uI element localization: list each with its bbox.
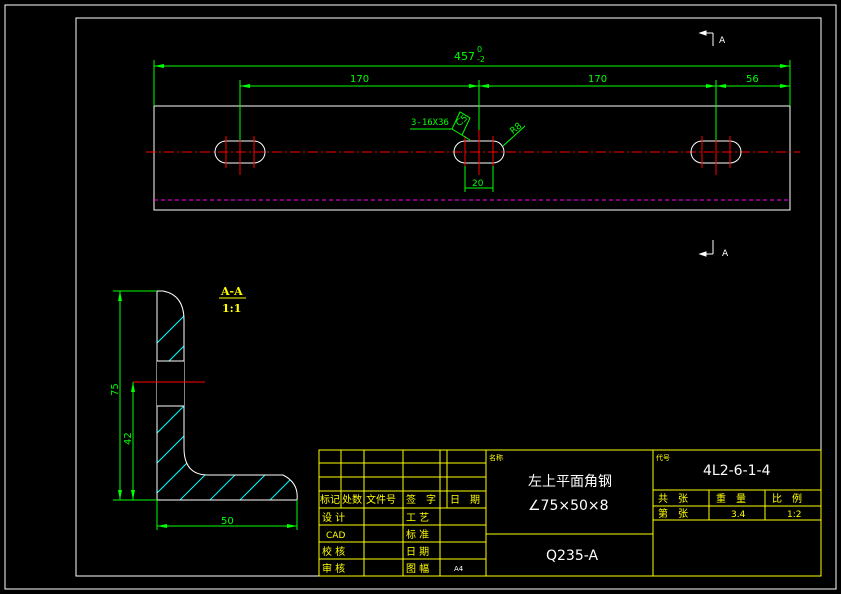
sign-standard-label: 标 准 bbox=[406, 529, 429, 541]
ratio-value: 1:2 bbox=[787, 510, 801, 520]
info-header-weight: 重 量 bbox=[716, 492, 746, 505]
hole-callout: 3-16X36 bbox=[411, 118, 449, 128]
sign-size-label: 图 幅 bbox=[406, 562, 429, 575]
material-value: Q235-A bbox=[546, 548, 598, 564]
part-spec: ∠75×50×8 bbox=[528, 498, 609, 514]
paper-size-value: A4 bbox=[454, 565, 464, 573]
section-letter-bottom: A bbox=[722, 249, 729, 259]
section-hatch bbox=[157, 299, 298, 500]
dim-170-left: 170 bbox=[350, 74, 369, 85]
title-block-grid bbox=[318, 449, 822, 577]
sheet-number-label: 第 张 bbox=[658, 507, 688, 520]
code-field-label: 代号 bbox=[656, 453, 670, 462]
slot-spacing-dim: 20 bbox=[472, 179, 484, 189]
chamfer-label: C5 bbox=[454, 113, 470, 128]
section-dimension-lines bbox=[113, 290, 298, 530]
part-name: 左上平面角钢 bbox=[528, 474, 612, 490]
title-block: 标记 处数 文件号 签 字 日 期 设 计 工 艺 CAD 标 准 校 核 日 … bbox=[318, 449, 822, 577]
section-view: A-A 1:1 bbox=[110, 285, 298, 530]
sign-date-label: 日 期 bbox=[406, 546, 429, 558]
rev-header-count: 处数 bbox=[342, 493, 362, 506]
height-dim-75: 75 bbox=[110, 383, 121, 396]
outer-border bbox=[4, 4, 837, 590]
bolt-hole-gap bbox=[157, 361, 184, 406]
sign-review-label: 审 核 bbox=[322, 562, 345, 575]
sign-design-label: 设 计 bbox=[322, 511, 345, 524]
section-letter-top: A bbox=[719, 36, 726, 46]
section-marker-top bbox=[698, 30, 714, 46]
tolerance-upper: 0 bbox=[477, 45, 482, 54]
sign-check-label: 校 核 bbox=[322, 545, 345, 558]
dimension-arrows bbox=[154, 64, 790, 88]
radius-label: R8 bbox=[509, 121, 525, 137]
dim-170-mid: 170 bbox=[588, 74, 607, 85]
rev-header-mark: 标记 bbox=[320, 494, 340, 506]
sign-process-label: 工 艺 bbox=[406, 512, 429, 524]
tolerance-lower: -2 bbox=[477, 55, 485, 64]
angle-plate-outline bbox=[153, 105, 791, 211]
rev-header-doc: 文件号 bbox=[366, 493, 396, 506]
section-scale: 1:1 bbox=[222, 302, 241, 315]
section-title: A-A bbox=[220, 285, 243, 298]
sign-cad-label: CAD bbox=[326, 531, 345, 541]
section-marker-bottom bbox=[698, 240, 714, 257]
slot-crosshairs bbox=[225, 130, 731, 175]
info-header-sheets: 共 张 bbox=[658, 493, 688, 505]
weight-value: 3.4 bbox=[731, 510, 746, 520]
name-field-label: 名称 bbox=[489, 453, 503, 462]
plan-view: 457 0 -2 170 170 56 3-16X36 C5 R8 20 A A bbox=[146, 30, 800, 259]
overall-length-dim: 457 bbox=[454, 50, 475, 63]
dim-56-right: 56 bbox=[746, 74, 759, 85]
drawing-code: 4L2-6-1-4 bbox=[703, 463, 771, 479]
info-header-ratio: 比 例 bbox=[772, 492, 802, 505]
rev-header-date: 日 期 bbox=[450, 494, 480, 506]
width-dim-50: 50 bbox=[221, 516, 234, 527]
hole-height-dim-42: 42 bbox=[123, 432, 134, 445]
rev-header-sign: 签 字 bbox=[406, 493, 436, 506]
section-dimension-arrows bbox=[118, 291, 297, 528]
angle-section-outline bbox=[156, 290, 298, 501]
plan-dimension-lines bbox=[153, 60, 791, 192]
